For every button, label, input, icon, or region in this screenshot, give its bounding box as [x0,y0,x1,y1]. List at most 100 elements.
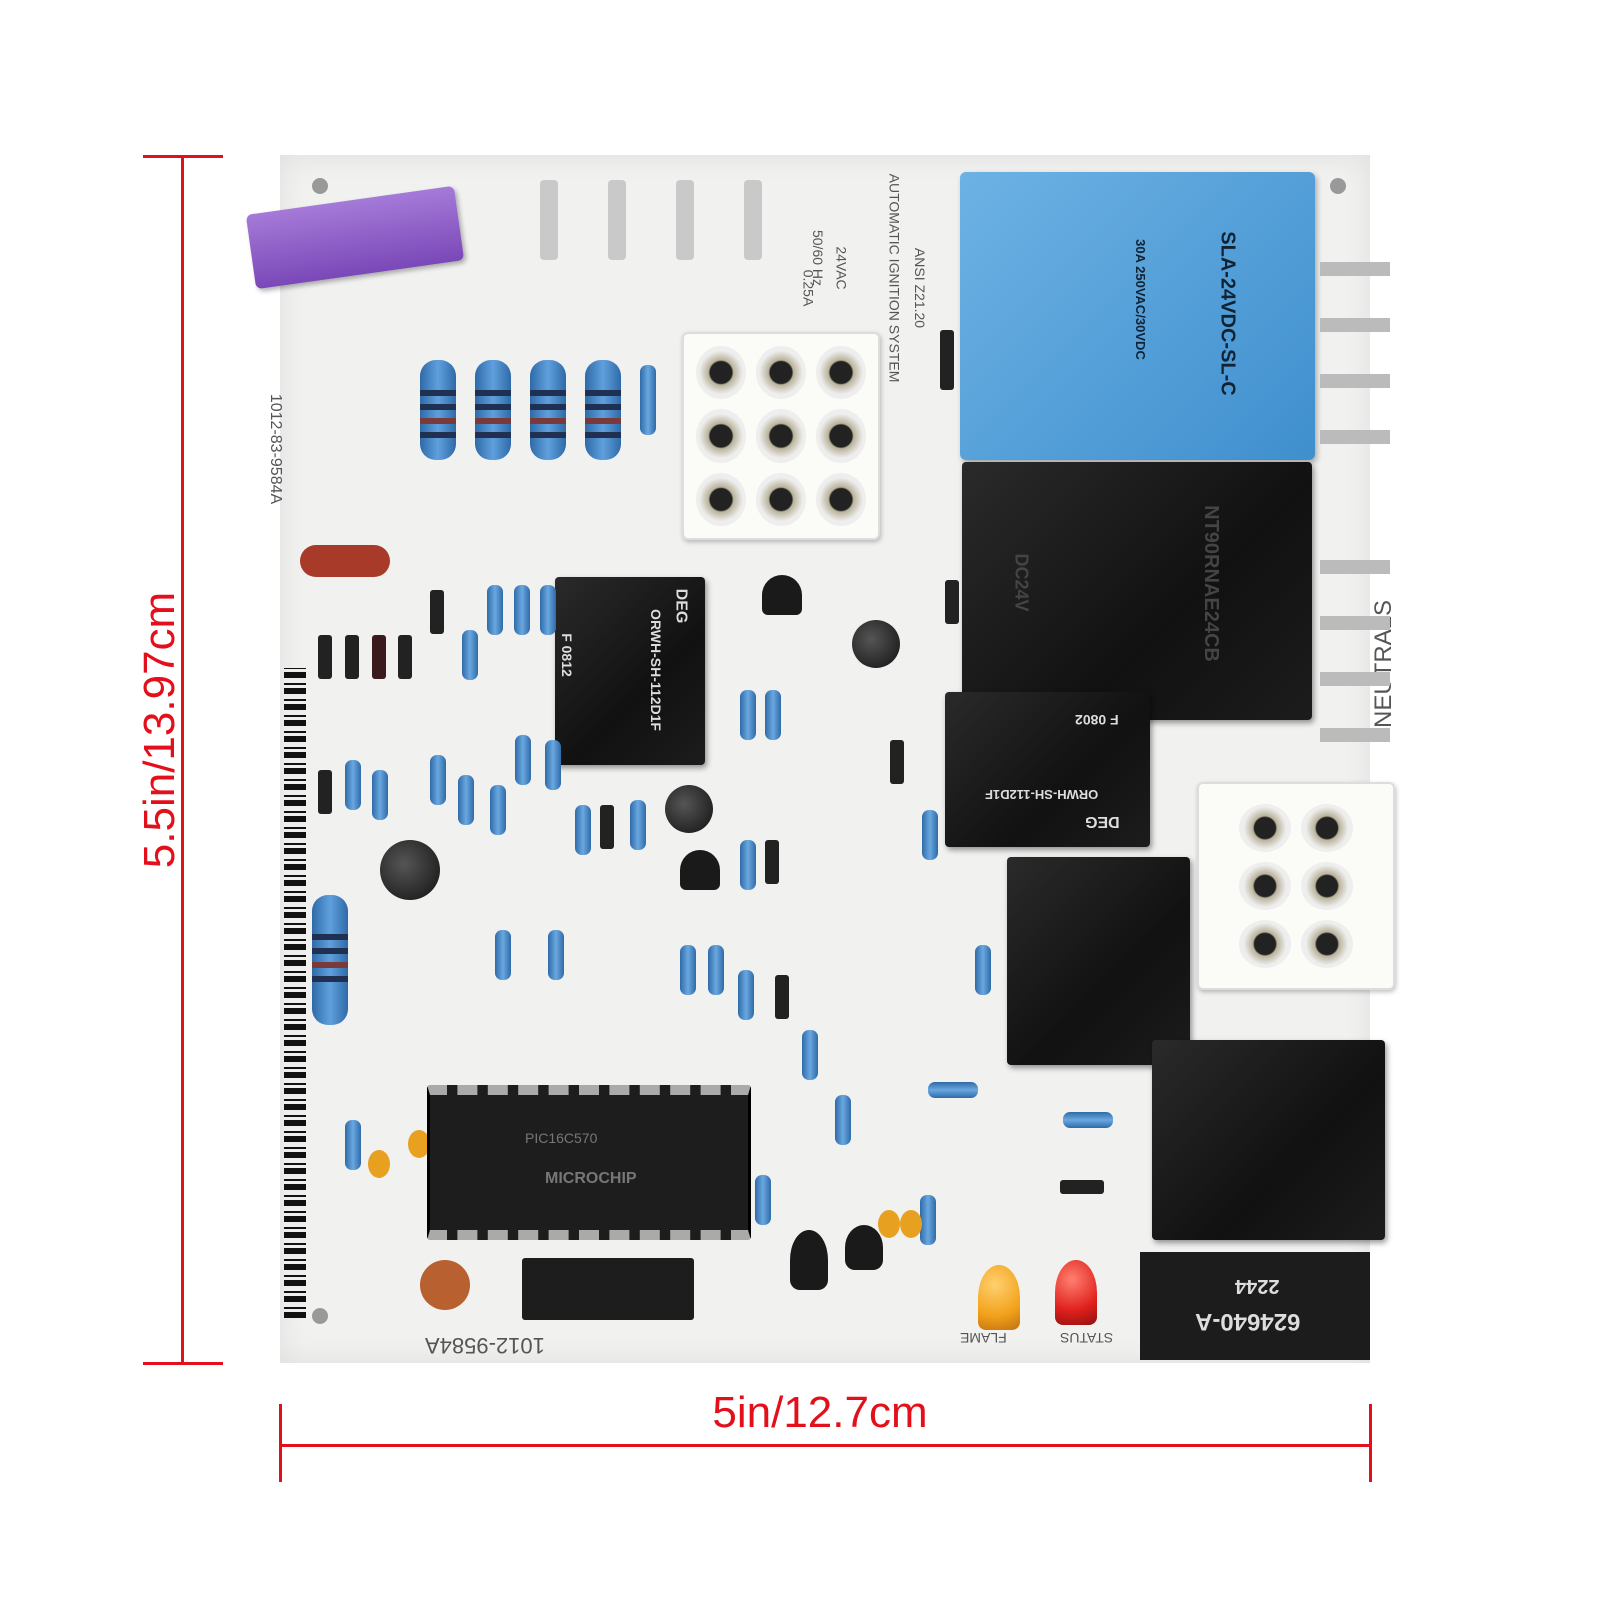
connector-pin [1239,920,1291,968]
height-dimension-tick-bottom [143,1362,223,1365]
diode [775,975,789,1019]
resistor [738,970,754,1020]
deg-relay-2: DEG ORWH-SH-112D1F F 0802 [945,692,1150,847]
spade-terminal [1320,262,1390,276]
resistor [515,735,531,785]
spade-terminal [1320,672,1390,686]
resistor [585,360,621,460]
diode [430,590,444,634]
connector-pin [1239,862,1291,910]
resistor [755,1175,771,1225]
large-relay: NT90RNAE24CB DC24V [962,462,1312,720]
height-dimension-line [181,157,184,1364]
resistor [312,895,348,1025]
silkscreen-rating-current: 0.25A [800,269,817,307]
connector-pin [816,346,866,400]
large-relay-model: NT90RNAE24CB [1199,505,1222,662]
diode [600,805,614,849]
capacitor [368,1150,390,1178]
silkscreen-rating-voltage: 24VAC [833,246,850,290]
microcontroller-brand: MICROCHIP [545,1170,637,1187]
spade-terminal [608,180,626,260]
blue-relay-rating: 30A 250VAC/30VDC [1132,239,1148,360]
resistor [475,360,511,460]
deg-relay-2-brand: DEG [1085,813,1120,830]
silkscreen-system: AUTOMATIC IGNITION SYSTEM [886,173,903,383]
status-led [1055,1260,1097,1325]
resistor [928,1082,978,1098]
capacitor [420,1260,470,1310]
deg-relay-1-model: ORWH-SH-112D1F [647,609,664,731]
diode [398,635,412,679]
blue-relay-model: SLA-24VDC-SL-C [1216,231,1239,396]
transistor [680,850,720,890]
silkscreen-standard: ANSI Z21.20 [912,247,929,329]
silkscreen-flame: FLAME [960,1330,1007,1346]
resistor [490,785,506,835]
large-relay-coil: DC24V [1011,553,1032,612]
resistor [575,805,591,855]
resistor [708,945,724,995]
deg-relay-1-code: F 0812 [558,633,575,677]
height-dimension-tick-top [143,155,223,158]
label-sticker: 2244 624640-A [1140,1252,1370,1360]
capacitor [300,545,390,577]
deg-relay-2-model: ORWH-SH-112D1F [985,787,1099,802]
blue-relay: SLA-24VDC-SL-C 30A 250VAC/30VDC [960,172,1315,460]
flame-led [978,1265,1020,1330]
connector-6-pin [1197,782,1395,990]
deg-relay-1-brand: DEG [672,588,690,624]
capacitor [408,1130,430,1158]
width-dimension-tick-left [279,1404,282,1482]
spade-terminal [1320,616,1390,630]
relay-3 [1007,857,1190,1065]
connector-pin [696,409,746,463]
spade-terminal [1320,374,1390,388]
resistor [345,760,361,810]
connector-pin [756,346,806,400]
diode [945,580,959,624]
connector-pin [816,409,866,463]
resistor [975,945,991,995]
resistor [430,755,446,805]
diode [940,330,954,390]
microcontroller-chip: PIC16C570 MICROCHIP [427,1085,751,1240]
resistor [545,740,561,790]
resistor [802,1030,818,1080]
spade-terminal [1320,318,1390,332]
resistor [420,360,456,460]
connector-pin [696,472,746,526]
spade-terminal [1320,560,1390,574]
capacitor [852,620,900,668]
connector-pin [1301,804,1353,852]
resistor [462,630,478,680]
resistor [345,1120,361,1170]
mounting-hole [312,1308,328,1324]
sticker-date: 2244 [1235,1275,1280,1297]
mounting-hole [1330,178,1346,194]
capacitor [878,1210,900,1238]
resistor [530,360,566,460]
connector-pin [1301,920,1353,968]
capacitor [380,840,440,900]
connector-pin [1239,804,1291,852]
resistor [548,930,564,980]
microcontroller-model: PIC16C570 [525,1130,598,1146]
spade-terminal [1320,430,1390,444]
resistor [540,585,556,635]
resistor [495,930,511,980]
barcode-strip [284,668,306,1318]
spade-terminal [744,180,762,260]
diode [318,635,332,679]
deg-relay-2-code: F 0802 [1075,712,1119,728]
ic-chip [522,1258,694,1320]
transistor [790,1230,828,1290]
spade-terminal [1320,728,1390,742]
silkscreen-status: STATUS [1060,1330,1114,1346]
silkscreen-part-number: 1012-9584A [425,1333,545,1358]
connector-pin [1301,862,1353,910]
height-dimension-label: 5.5in/13.97cm [135,591,184,869]
resistor [487,585,503,635]
mounting-hole [312,178,328,194]
resistor [740,690,756,740]
